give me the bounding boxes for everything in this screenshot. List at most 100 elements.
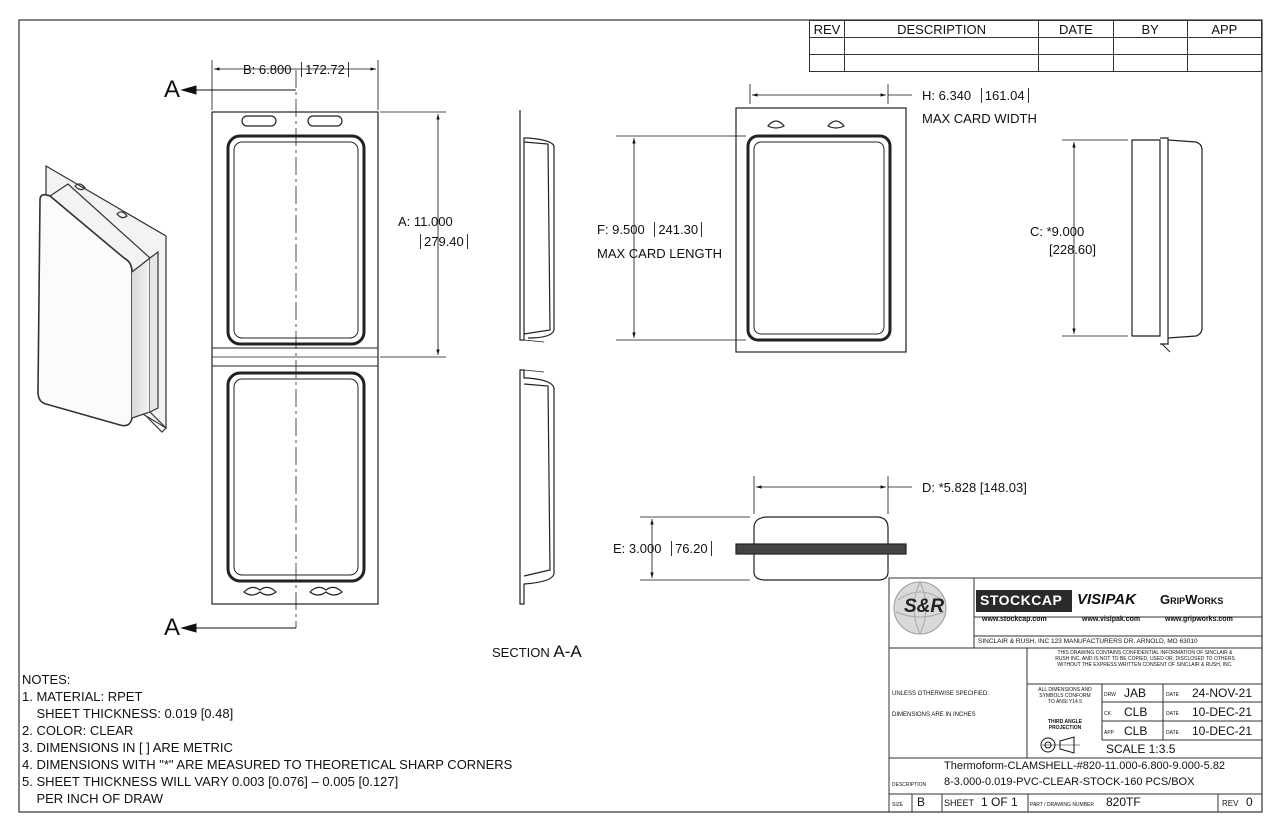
dim-e-value: E: 3.000 <box>613 541 662 556</box>
url-stockcap: www.stockcap.com <box>982 616 1047 623</box>
date-ck: 10-DEC-21 <box>1192 705 1253 719</box>
ansi-line: ALL DIMENSIONS AND <box>1038 687 1092 693</box>
revision-table: REV DESCRIPTION DATE BY APP <box>809 20 1263 72</box>
section-view <box>519 110 555 605</box>
sheet-label: SHEET <box>944 798 975 808</box>
date-label-ck: DATE <box>1166 711 1179 717</box>
ansi-line: TO ANSI Y14.5 <box>1047 699 1082 705</box>
drw-label: DRW <box>1104 692 1116 698</box>
dim-f-value: F: 9.500 <box>597 222 645 237</box>
dims-inches: DIMENSIONS ARE IN INCHES <box>892 712 976 718</box>
ansi-note: ALL DIMENSIONS AND SYMBOLS CONFORM TO AN… <box>1029 687 1101 705</box>
note-line: 5. SHEET THICKNESS WILL VARY 0.003 [0.07… <box>22 774 399 789</box>
third-angle-projection-icon <box>1040 736 1080 754</box>
section-label-letters: A-A <box>553 642 582 661</box>
brand-gripworks: GripWorks <box>1160 592 1224 607</box>
note-line: 4. DIMENSIONS WITH "*" ARE MEASURED TO T… <box>22 757 513 772</box>
part-label: PART / DRAWING NUMBER <box>1030 802 1094 808</box>
description-line1: Thermoform-CLAMSHELL-#820-11.000-6.800-9… <box>944 760 1226 772</box>
dim-h-note: MAX CARD WIDTH <box>922 111 1037 126</box>
scale: SCALE 1:3.5 <box>1106 742 1176 756</box>
url-visipak: www.visipak.com <box>1082 616 1141 623</box>
dim-e <box>640 516 750 581</box>
size-label: SIZE <box>892 802 904 808</box>
description-line2: 8-3.000-0.019-PVC-CLEAR-STOCK-160 PCS/BO… <box>944 776 1195 788</box>
brand-stockcap: STOCKCAP <box>980 592 1063 608</box>
dim-c-value: C: *9.000 <box>1030 224 1085 239</box>
rev-value: 0 <box>1246 795 1253 809</box>
dim-c-metric: [228.60] <box>1049 242 1096 257</box>
note-line: 3. DIMENSIONS IN [ ] ARE METRIC <box>22 740 233 755</box>
notes-block: NOTES: 1. MATERIAL: RPET SHEET THICKNESS… <box>22 671 512 807</box>
date-app: 10-DEC-21 <box>1192 724 1253 738</box>
dim-h <box>749 84 912 104</box>
brand-visipak: VISIPAK <box>1077 591 1136 608</box>
part-value: 820TF <box>1106 795 1141 809</box>
sheet-value: 1 OF 1 <box>981 795 1018 809</box>
dim-d-value: D: *5.828 [148.03] <box>922 480 1027 495</box>
logo-text: S&R <box>904 596 945 617</box>
size-value: B <box>917 795 926 809</box>
confidential-line: WITHOUT THE EXPRESS WRITTEN CONSENT OF S… <box>1057 662 1233 668</box>
dim-b-metric: 172.72 <box>301 62 349 77</box>
date-header: DATE <box>1038 20 1114 38</box>
section-label-word: SECTION <box>492 645 550 660</box>
note-line: 2. COLOR: CLEAR <box>22 723 134 738</box>
unless-specified: UNLESS OTHERWISE SPECIFIED: <box>892 691 989 697</box>
note-line: SHEET THICKNESS: 0.019 [0.48] <box>22 706 234 721</box>
side-view <box>1131 137 1203 353</box>
dim-h-label: H: 6.340 161.04 <box>922 88 1029 103</box>
dim-f <box>616 135 746 341</box>
section-arrows <box>180 85 296 633</box>
front-view <box>211 70 379 628</box>
url-gripworks: www.gripworks.com <box>1165 616 1233 623</box>
confidential-line: RUSH INC. AND IS NOT TO BE COPIED, USED … <box>1055 656 1235 662</box>
section-label: SECTION A-A <box>492 642 582 662</box>
card-view <box>735 107 907 353</box>
company-logo <box>893 581 947 635</box>
dim-h-value: H: 6.340 <box>922 88 972 103</box>
section-marker-top: A <box>164 76 181 103</box>
ck-value: CLB <box>1124 705 1148 719</box>
date-drw: 24-NOV-21 <box>1192 686 1253 700</box>
confidential-line: THIS DRAWING CONTAINS CONFIDENTIAL INFOR… <box>1057 650 1233 656</box>
revision-row-empty <box>809 37 1263 55</box>
dim-e-label: E: 3.000 76.20 <box>613 541 712 556</box>
revision-row-empty <box>809 54 1263 72</box>
app-label: APP <box>1104 730 1115 736</box>
depth-view <box>735 516 907 581</box>
description-header: DESCRIPTION <box>843 20 1040 38</box>
company-address: SINCLAIR & RUSH, INC 123 MANUFACTURERS D… <box>978 638 1198 645</box>
app-header: APP <box>1186 20 1263 38</box>
third-angle-line: PROJECTION <box>1048 725 1082 731</box>
dim-e-metric: 76.20 <box>671 541 712 556</box>
notes-title: NOTES: <box>22 672 71 687</box>
confidential-notice: THIS DRAWING CONTAINS CONFIDENTIAL INFOR… <box>1030 650 1260 668</box>
description-label: DESCRIPTION <box>892 782 927 788</box>
drw-value: JAB <box>1124 686 1147 700</box>
dim-f-note: MAX CARD LENGTH <box>597 246 722 261</box>
ansi-line: SYMBOLS CONFORM <box>1039 693 1091 699</box>
dim-d <box>753 476 912 514</box>
dim-f-metric: 241.30 <box>654 222 703 237</box>
rev-label: REV <box>1222 799 1239 808</box>
note-line: 1. MATERIAL: RPET <box>22 689 143 704</box>
dim-b-label: B: 6.800 172.72 <box>243 62 349 77</box>
third-angle-line: THIRD ANGLE <box>1048 719 1082 725</box>
dim-f-label: F: 9.500 241.30 <box>597 222 703 237</box>
title-block-lines <box>888 577 1263 813</box>
date-label-app: DATE <box>1166 730 1179 736</box>
dim-h-metric: 161.04 <box>980 88 1029 103</box>
note-line: PER INCH OF DRAW <box>22 791 164 806</box>
dim-b <box>211 60 379 110</box>
dim-a-metric: 279.40 <box>420 234 468 249</box>
sheet-border <box>18 19 1263 813</box>
ck-label: CK <box>1104 711 1111 717</box>
date-label-drw: DATE <box>1166 692 1179 698</box>
by-header: BY <box>1112 20 1188 38</box>
stockcap-logo-bg <box>976 590 1072 612</box>
dim-a <box>380 111 446 358</box>
isometric-view <box>37 164 167 433</box>
